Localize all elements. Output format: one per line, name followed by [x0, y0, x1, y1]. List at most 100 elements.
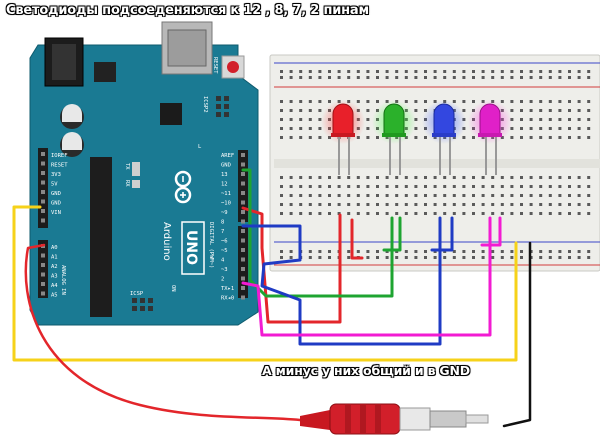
breadboard-hole[interactable] — [328, 256, 331, 259]
breadboard-hole[interactable] — [280, 212, 283, 215]
breadboard-hole[interactable] — [577, 212, 581, 215]
breadboard-hole[interactable] — [472, 250, 475, 253]
breadboard-hole[interactable] — [318, 136, 322, 139]
breadboard-hole[interactable] — [289, 70, 293, 73]
header-pin[interactable] — [241, 210, 245, 214]
breadboard-hole[interactable] — [452, 185, 456, 188]
breadboard-hole[interactable] — [385, 194, 389, 197]
breadboard-hole[interactable] — [539, 109, 543, 112]
breadboard-hole[interactable] — [510, 118, 514, 121]
breadboard-hole[interactable] — [577, 250, 581, 253]
breadboard-hole[interactable] — [366, 185, 370, 188]
breadboard-hole[interactable] — [491, 176, 495, 179]
breadboard-hole[interactable] — [308, 127, 312, 130]
breadboard-hole[interactable] — [414, 203, 418, 206]
breadboard-hole[interactable] — [433, 76, 437, 79]
breadboard-hole[interactable] — [318, 176, 322, 179]
breadboard-hole[interactable] — [481, 212, 485, 215]
breadboard-hole[interactable] — [568, 136, 571, 139]
breadboard-hole[interactable] — [529, 76, 533, 79]
breadboard-hole[interactable] — [529, 109, 533, 112]
breadboard-hole[interactable] — [289, 185, 293, 188]
breadboard-hole[interactable] — [568, 250, 571, 253]
breadboard-hole[interactable] — [500, 100, 504, 103]
breadboard-hole[interactable] — [500, 70, 504, 73]
breadboard-hole[interactable] — [568, 100, 571, 103]
breadboard-hole[interactable] — [414, 109, 418, 112]
breadboard-hole[interactable] — [395, 212, 399, 215]
breadboard-hole[interactable] — [308, 70, 312, 73]
breadboard-hole[interactable] — [337, 76, 341, 79]
breadboard-hole[interactable] — [280, 176, 283, 179]
breadboard-hole[interactable] — [366, 100, 370, 103]
breadboard-hole[interactable] — [529, 203, 533, 206]
breadboard-hole[interactable] — [548, 185, 552, 188]
breadboard-hole[interactable] — [289, 76, 293, 79]
breadboard-hole[interactable] — [395, 194, 399, 197]
breadboard-hole[interactable] — [491, 203, 495, 206]
breadboard-hole[interactable] — [299, 100, 303, 103]
breadboard-hole[interactable] — [289, 176, 293, 179]
breadboard-hole[interactable] — [414, 76, 418, 79]
breadboard-hole[interactable] — [328, 176, 331, 179]
breadboard-hole[interactable] — [548, 136, 552, 139]
breadboard-hole[interactable] — [347, 203, 351, 206]
breadboard-hole[interactable] — [558, 203, 562, 206]
breadboard-hole[interactable] — [568, 127, 571, 130]
breadboard-hole[interactable] — [308, 212, 312, 215]
breadboard-hole[interactable] — [356, 212, 360, 215]
breadboard-hole[interactable] — [548, 100, 552, 103]
breadboard-hole[interactable] — [356, 250, 360, 253]
breadboard-hole[interactable] — [462, 176, 466, 179]
breadboard-hole[interactable] — [568, 176, 571, 179]
header-pin[interactable] — [41, 199, 45, 204]
breadboard-hole[interactable] — [385, 70, 389, 73]
breadboard-hole[interactable] — [539, 76, 543, 79]
breadboard-hole[interactable] — [491, 70, 495, 73]
breadboard-hole[interactable] — [472, 203, 475, 206]
breadboard-hole[interactable] — [376, 185, 379, 188]
breadboard-hole[interactable] — [424, 136, 427, 139]
header-pin[interactable] — [41, 218, 45, 223]
breadboard-hole[interactable] — [481, 70, 485, 73]
breadboard-hole[interactable] — [462, 194, 466, 197]
breadboard-hole[interactable] — [376, 250, 379, 253]
breadboard-hole[interactable] — [366, 127, 370, 130]
breadboard-hole[interactable] — [347, 212, 351, 215]
breadboard-hole[interactable] — [520, 185, 523, 188]
breadboard-hole[interactable] — [529, 176, 533, 179]
breadboard-hole[interactable] — [347, 250, 351, 253]
breadboard-hole[interactable] — [500, 176, 504, 179]
breadboard-hole[interactable] — [491, 212, 495, 215]
breadboard-hole[interactable] — [491, 194, 495, 197]
breadboard-hole[interactable] — [539, 203, 543, 206]
breadboard-hole[interactable] — [568, 118, 571, 121]
breadboard-hole[interactable] — [347, 176, 351, 179]
header-pin[interactable] — [41, 272, 45, 277]
breadboard-hole[interactable] — [558, 176, 562, 179]
breadboard-hole[interactable] — [424, 70, 427, 73]
breadboard-hole[interactable] — [289, 250, 293, 253]
breadboard-hole[interactable] — [424, 176, 427, 179]
breadboard-hole[interactable] — [289, 203, 293, 206]
breadboard-hole[interactable] — [404, 194, 408, 197]
breadboard-hole[interactable] — [376, 70, 379, 73]
breadboard-hole[interactable] — [568, 212, 571, 215]
breadboard-hole[interactable] — [548, 109, 552, 112]
breadboard-hole[interactable] — [529, 100, 533, 103]
breadboard-hole[interactable] — [500, 185, 504, 188]
header-pin[interactable] — [241, 219, 245, 224]
reset-button-cap[interactable] — [227, 61, 239, 73]
breadboard-hole[interactable] — [558, 250, 562, 253]
breadboard-hole[interactable] — [558, 109, 562, 112]
breadboard-hole[interactable] — [395, 70, 399, 73]
breadboard-hole[interactable] — [472, 136, 475, 139]
breadboard-hole[interactable] — [404, 250, 408, 253]
breadboard-hole[interactable] — [510, 185, 514, 188]
breadboard-hole[interactable] — [510, 136, 514, 139]
breadboard-hole[interactable] — [280, 70, 283, 73]
breadboard-hole[interactable] — [539, 127, 543, 130]
header-pin[interactable] — [41, 282, 45, 286]
breadboard-hole[interactable] — [462, 250, 466, 253]
breadboard-hole[interactable] — [529, 194, 533, 197]
